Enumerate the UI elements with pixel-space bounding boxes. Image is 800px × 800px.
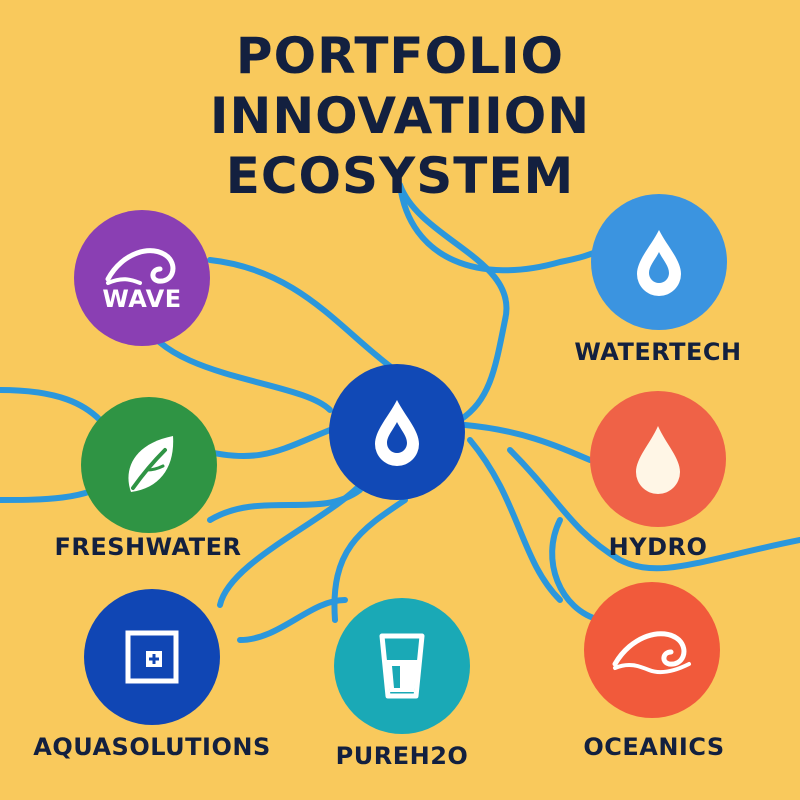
droplet-icon xyxy=(375,400,419,466)
connector-title-watertech xyxy=(397,182,603,274)
connector-hub-right xyxy=(507,447,800,572)
droplet-icon xyxy=(636,426,680,494)
connector-wave-hub xyxy=(207,257,398,373)
connector-left-edge xyxy=(0,387,103,423)
connector-title-hub xyxy=(397,182,510,423)
connector-hub-hydro xyxy=(462,422,593,463)
plus-square-icon xyxy=(125,630,179,684)
node-watertech[interactable] xyxy=(591,194,727,330)
node-wave[interactable]: WAVE xyxy=(74,210,210,346)
node-oceanics-label: OCEANICS xyxy=(583,733,725,761)
node-aquasolutions-label: AQUASOLUTIONS xyxy=(33,733,271,761)
node-hydro[interactable] xyxy=(590,391,726,527)
title-line-1: PORTFOLIO xyxy=(235,27,565,85)
title-line-2: INNOVATIION xyxy=(209,87,591,145)
node-freshwater[interactable] xyxy=(81,397,217,533)
node-watertech-label: WATERTECH xyxy=(574,338,742,366)
connector-freshwater-hub xyxy=(197,427,333,460)
connector-aquasolutions-pure xyxy=(237,597,348,643)
node-wave-label: WAVE xyxy=(102,285,182,313)
node-pureh2o[interactable] xyxy=(334,598,470,734)
node-freshwater-label: FRESHWATER xyxy=(54,533,242,561)
node-oceanics[interactable] xyxy=(584,582,720,718)
connector-hub-aquasolutions xyxy=(217,477,368,608)
water-glass-icon xyxy=(379,633,425,699)
node-hub[interactable] xyxy=(329,364,465,500)
connector-hydro-oceanics xyxy=(549,517,603,623)
node-pureh2o-label: PUREH2O xyxy=(335,742,469,770)
node-aquasolutions[interactable] xyxy=(84,589,220,725)
title-line-3: ECOSYSTEM xyxy=(225,147,575,205)
connector-hub-pureh2o xyxy=(331,497,408,623)
connector-hub-oceanics xyxy=(467,437,563,603)
wave-icon xyxy=(612,631,691,674)
droplet-icon xyxy=(637,230,681,296)
wave-icon xyxy=(105,248,176,285)
node-hydro-label: HYDRO xyxy=(608,533,708,561)
leaf-icon xyxy=(128,436,174,492)
